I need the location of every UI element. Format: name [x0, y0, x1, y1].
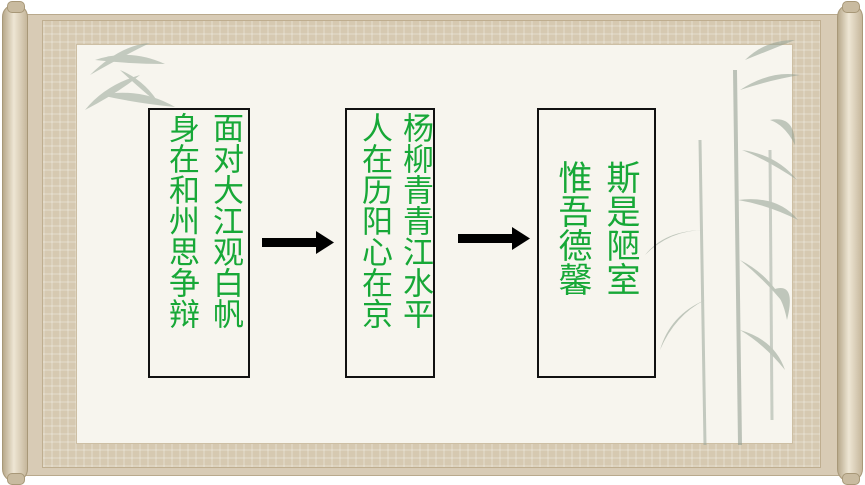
- left-scroll-rod: [2, 1, 28, 485]
- rod-cap-top: [7, 1, 25, 13]
- right-scroll-rod: [837, 1, 863, 485]
- box2-column-right: 杨柳青青江水平: [397, 112, 433, 329]
- text-box-2: 杨柳青青江水平 人在历阳心在京: [345, 108, 435, 378]
- text-box-1: 面对大江观白帆 身在和州思争辩: [148, 108, 250, 378]
- arrow-right-icon: [262, 231, 334, 254]
- box3-column-left: 惟吾德馨: [552, 160, 592, 296]
- box1-column-left: 身在和州思争辩: [163, 112, 199, 329]
- box3-column-right: 斯是陋室: [600, 160, 640, 296]
- text-box-3: 斯是陋室 惟吾德馨: [537, 108, 656, 378]
- rod-cap-top: [842, 1, 860, 13]
- bamboo-icon: [85, 43, 175, 110]
- bamboo-icon: [645, 40, 800, 446]
- box1-column-right: 面对大江观白帆: [207, 112, 243, 329]
- arrow-right-icon: [458, 227, 530, 250]
- box2-column-left: 人在历阳心在京: [356, 112, 392, 329]
